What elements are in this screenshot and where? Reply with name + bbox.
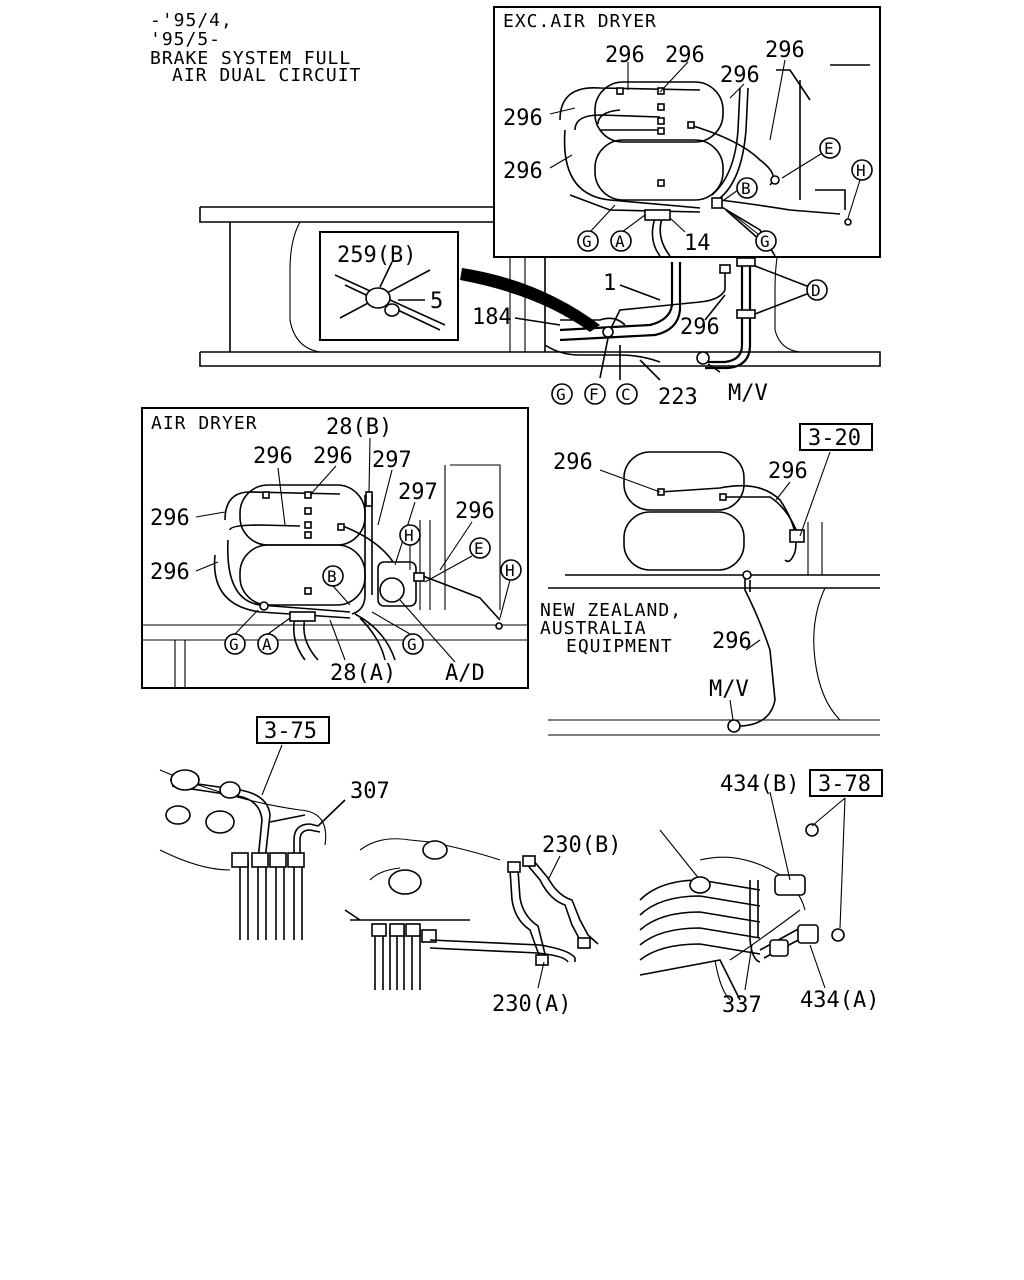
label-28b: 28(B) bbox=[326, 415, 392, 440]
callout-e-exc-text: E bbox=[824, 139, 834, 158]
callout-e-ad bbox=[469, 537, 491, 559]
label-259b: 259(B) bbox=[337, 243, 416, 268]
callout-b-ad-text: B bbox=[327, 567, 337, 586]
callout-g-ad-1 bbox=[224, 633, 246, 655]
zoom-arrow bbox=[460, 268, 600, 332]
callout-h-ad-2 bbox=[500, 559, 522, 581]
callout-h-ad-1-text: H bbox=[404, 526, 414, 545]
inset-259b: 259(B) 5 bbox=[319, 231, 600, 341]
callout-g-chassis bbox=[551, 383, 573, 405]
label-307: 307 bbox=[350, 779, 390, 804]
exc-air-dryer-panel: EXC.AIR DRYER bbox=[493, 6, 881, 258]
callout-h-exc-text: H bbox=[856, 161, 866, 180]
callout-c-text: C bbox=[621, 385, 631, 404]
label-5: 5 bbox=[430, 289, 443, 314]
label-297-1: 297 bbox=[372, 448, 412, 473]
nz-australia-panel: 3-20 296 296 296 M/V NEW ZEALAND, AUSTRA… bbox=[540, 423, 880, 736]
label-28a: 28(A) bbox=[330, 661, 396, 686]
ref-box-3-78 bbox=[809, 769, 883, 797]
callout-a-exc bbox=[610, 230, 632, 252]
label-296-exc-2: 296 bbox=[665, 43, 705, 68]
callout-h-ad-1 bbox=[399, 524, 421, 546]
label-296-nz-3: 296 bbox=[712, 629, 752, 654]
callout-a-ad bbox=[257, 633, 279, 655]
nz-note-line-1: NEW ZEALAND, bbox=[540, 600, 682, 621]
label-297-2: 297 bbox=[398, 480, 438, 505]
ref-box-3-20 bbox=[799, 423, 873, 451]
label-337: 337 bbox=[722, 993, 762, 1018]
callout-c bbox=[616, 383, 638, 405]
label-1: 1 bbox=[603, 271, 616, 296]
air-dryer-header: AIR DRYER bbox=[151, 413, 258, 434]
title-line-2: '95/5- bbox=[150, 29, 221, 50]
ref-3-75: 3-75 bbox=[264, 719, 317, 744]
lower-middle-detail: 230(B) 230(A) bbox=[344, 833, 621, 1017]
callout-f-text: F bbox=[589, 385, 599, 404]
label-296-exc-5: 296 bbox=[503, 106, 543, 131]
air-dryer-box bbox=[141, 407, 529, 689]
callout-g-exc-2 bbox=[755, 230, 777, 252]
label-mv-chassis: M/V bbox=[728, 381, 768, 406]
label-296-ad-3: 296 bbox=[455, 499, 495, 524]
callout-g-exc-1-text: G bbox=[582, 232, 592, 251]
air-dryer-panel: AIR DRYER bbox=[141, 407, 529, 689]
ref-3-78: 3-78 bbox=[818, 772, 871, 797]
callout-g-ad-2-text: G bbox=[407, 635, 417, 654]
label-296-chassis: 296 bbox=[680, 315, 720, 340]
label-296-exc-3: 296 bbox=[765, 38, 805, 63]
callout-b-ad bbox=[322, 565, 344, 587]
callout-g-exc-2-text: G bbox=[760, 232, 770, 251]
label-296-ad-5: 296 bbox=[150, 560, 190, 585]
callout-h-ad-2-text: H bbox=[505, 561, 515, 580]
lower-left-detail: 3-75 307 bbox=[159, 716, 390, 940]
nz-note-line-3: EQUIPMENT bbox=[566, 636, 673, 657]
label-296-exc-4: 296 bbox=[720, 63, 760, 88]
callout-f bbox=[584, 383, 606, 405]
label-296-exc-1: 296 bbox=[605, 43, 645, 68]
callout-d-text: D bbox=[811, 281, 821, 300]
callout-d bbox=[806, 279, 828, 301]
callout-h-exc bbox=[851, 159, 873, 181]
label-296-ad-2: 296 bbox=[313, 444, 353, 469]
label-223: 223 bbox=[658, 385, 698, 410]
label-230a: 230(A) bbox=[492, 992, 571, 1017]
title-line-4: AIR DUAL CIRCUIT bbox=[172, 65, 361, 86]
callout-b-exc-text: B bbox=[741, 179, 751, 198]
diagram-title: -'95/4, '95/5- BRAKE SYSTEM FULL AIR DUA… bbox=[150, 10, 361, 86]
callout-g-ad-1-text: G bbox=[229, 635, 239, 654]
label-296-nz-2: 296 bbox=[768, 459, 808, 484]
label-14: 14 bbox=[684, 231, 711, 256]
inset-259b-box bbox=[319, 231, 459, 341]
callout-e-ad-text: E bbox=[474, 539, 484, 558]
callout-b-exc bbox=[736, 177, 758, 199]
label-296-ad-1: 296 bbox=[253, 444, 293, 469]
label-434a: 434(A) bbox=[800, 988, 879, 1013]
title-line-1: -'95/4, bbox=[150, 10, 233, 31]
lower-right-detail: 3-78 434(B) 337 434(A) bbox=[639, 769, 883, 1018]
label-434b: 434(B) bbox=[720, 772, 799, 797]
title-line-3: BRAKE SYSTEM FULL bbox=[150, 48, 351, 69]
ref-box-3-75 bbox=[256, 716, 330, 744]
label-ad: A/D bbox=[445, 661, 485, 686]
exc-air-dryer-header: EXC.AIR DRYER bbox=[503, 11, 657, 32]
callout-a-exc-text: A bbox=[615, 232, 625, 251]
callout-g-ad-2 bbox=[402, 633, 424, 655]
label-296-ad-4: 296 bbox=[150, 506, 190, 531]
callout-a-ad-text: A bbox=[262, 635, 272, 654]
callout-e-exc bbox=[819, 137, 841, 159]
label-mv-nz: M/V bbox=[709, 677, 749, 702]
chassis-pipes: 1 184 296 223 M/V D G F C bbox=[472, 257, 828, 410]
label-184: 184 bbox=[472, 305, 512, 330]
label-230b: 230(B) bbox=[542, 833, 621, 858]
callout-g-exc-1 bbox=[577, 230, 599, 252]
label-296-exc-6: 296 bbox=[503, 159, 543, 184]
label-296-nz-1: 296 bbox=[553, 450, 593, 475]
exc-air-dryer-box bbox=[493, 6, 881, 258]
ref-3-20: 3-20 bbox=[808, 426, 861, 451]
callout-g-chassis-text: G bbox=[556, 385, 566, 404]
nz-note-line-2: AUSTRALIA bbox=[540, 618, 647, 639]
